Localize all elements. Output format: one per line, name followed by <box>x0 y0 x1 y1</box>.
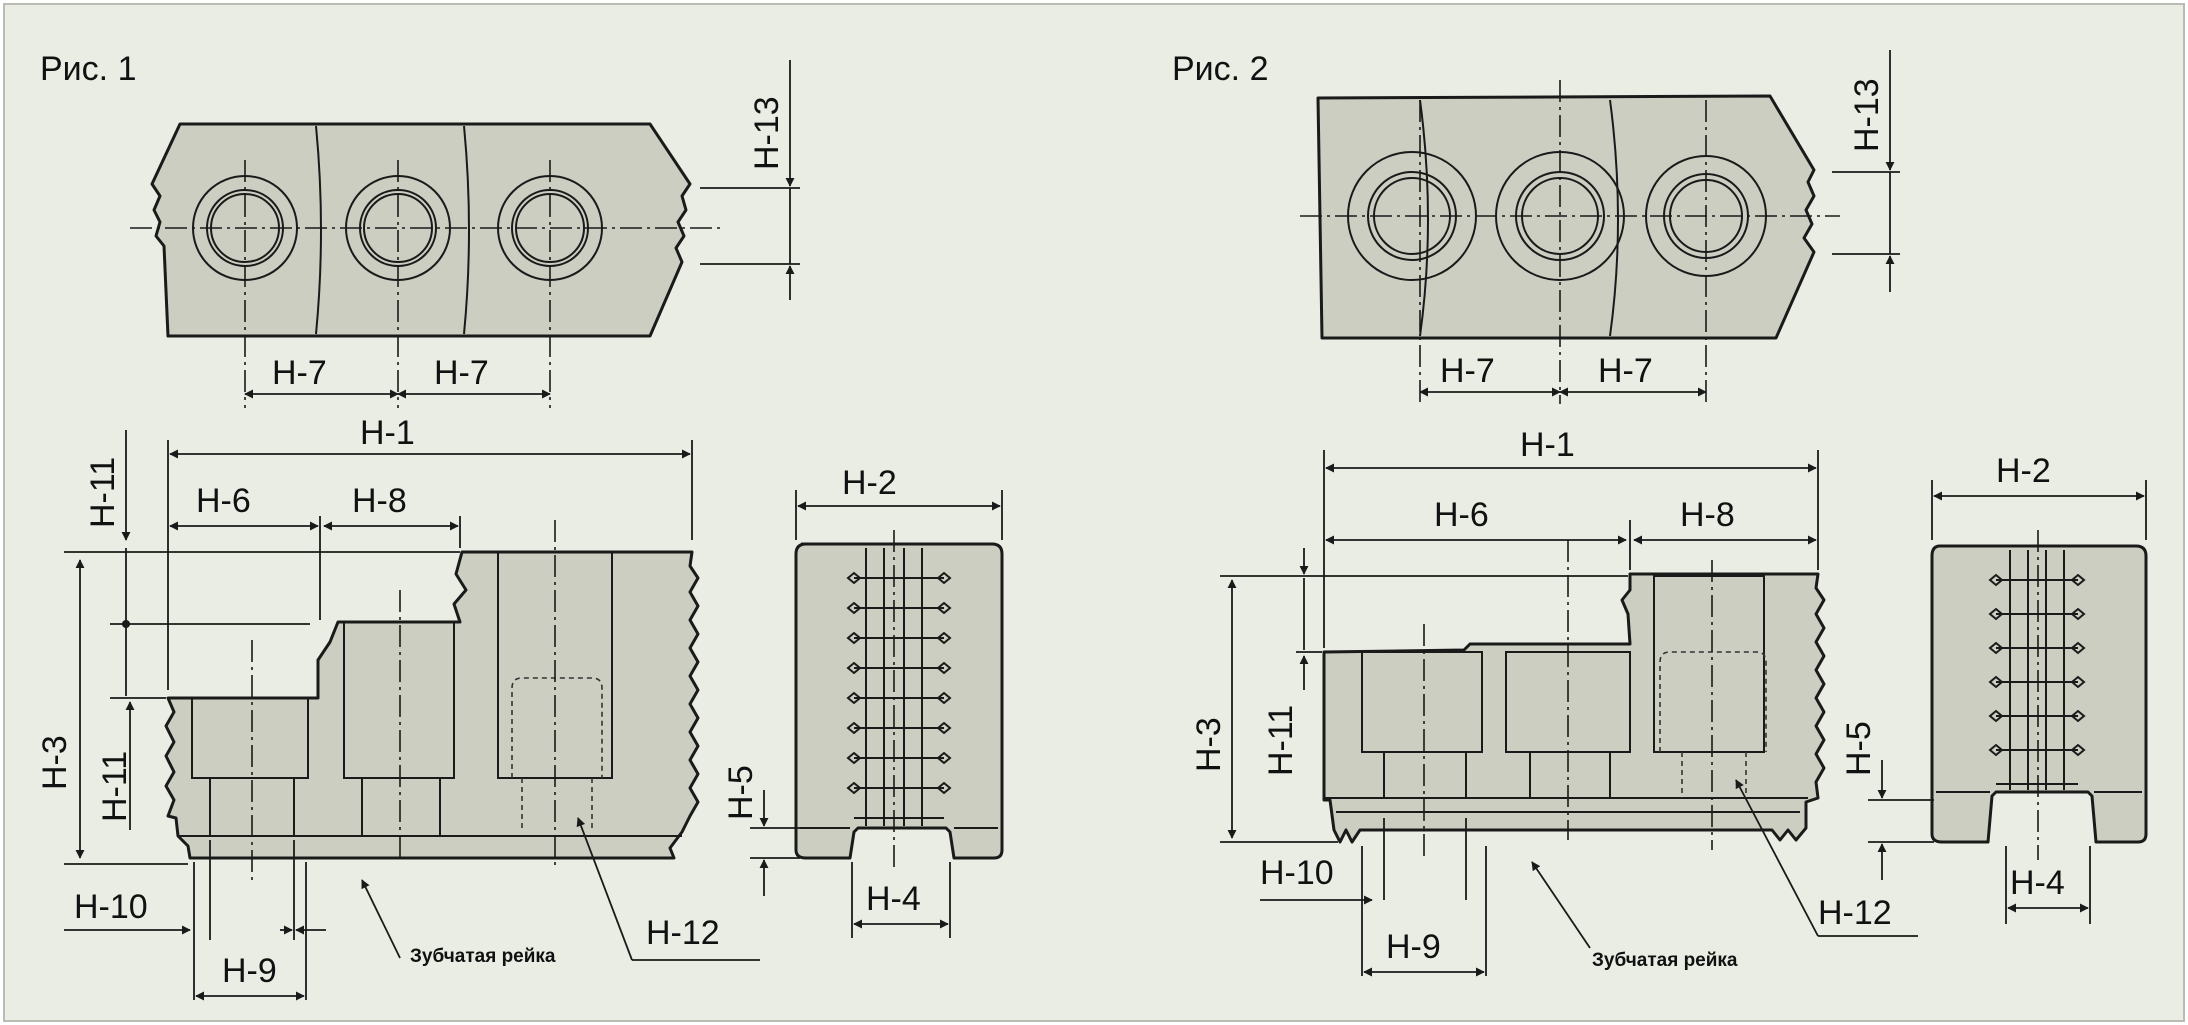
dim-h1-fig1: H-1 <box>360 414 415 452</box>
serration-rows-fig2 <box>1988 550 2086 790</box>
fig2-top-view <box>1300 80 1840 404</box>
dim-h9-fig1: H-9 <box>222 952 277 990</box>
dim-h1-fig2: H-1 <box>1520 426 1575 464</box>
fig2-end-view <box>1930 530 2148 860</box>
dim-h9-fig2: H-9 <box>1386 928 1441 966</box>
dim-h8-fig1: H-8 <box>352 482 407 520</box>
dim-h10-fig1: H-10 <box>74 888 148 926</box>
dim-h13-fig2: H-13 <box>1848 78 1886 152</box>
dim-h11-fig1-a: H-11 <box>84 457 122 528</box>
figure-1: Рис. 1 H-7 H-7 <box>36 50 1004 1001</box>
dim-h5-fig1: H-5 <box>722 765 760 820</box>
dim-h11-fig1-b: H-11 <box>96 751 134 822</box>
dim-h7-d: H-7 <box>1598 352 1653 390</box>
rail-label-fig2: Зубчатая рейка <box>1592 950 1738 971</box>
dim-h8-fig2: H-8 <box>1680 496 1735 534</box>
figure-2-caption: Рис. 2 <box>1172 50 1268 88</box>
serration-rows-fig1 <box>846 548 952 826</box>
dim-h2-fig1: H-2 <box>842 464 897 502</box>
dim-h7-b: H-7 <box>434 354 489 392</box>
dim-h7-c: H-7 <box>1440 352 1495 390</box>
fig2-side-view <box>1322 540 1826 860</box>
rail-label-fig1: Зубчатая рейка <box>410 946 556 967</box>
figure-1-caption: Рис. 1 <box>40 50 136 88</box>
dim-h5-fig2: H-5 <box>1840 721 1878 776</box>
dim-h12-fig1: H-12 <box>646 914 720 952</box>
dim-h4-fig1: H-4 <box>866 880 921 918</box>
dim-h3-fig1: H-3 <box>36 735 74 790</box>
dim-h6-fig2: H-6 <box>1434 496 1489 534</box>
dim-h6-fig1: H-6 <box>196 482 251 520</box>
dim-h12-fig2: H-12 <box>1818 894 1892 932</box>
dim-h11-fig2: H-11 <box>1262 705 1300 776</box>
dim-h4-fig2: H-4 <box>2010 864 2065 902</box>
dim-h13-fig1: H-13 <box>748 96 786 170</box>
fig1-side-view <box>164 520 700 880</box>
dim-h10-fig2: H-10 <box>1260 854 1334 892</box>
dim-h3-fig2: H-3 <box>1190 717 1228 772</box>
dim-h2-fig2: H-2 <box>1996 452 2051 490</box>
fig1-end-view <box>794 530 1004 870</box>
figure-2: Рис. 2 H-7 H-7 <box>1172 50 2148 977</box>
dim-h7-a: H-7 <box>272 354 327 392</box>
fig1-top-view <box>130 122 720 408</box>
